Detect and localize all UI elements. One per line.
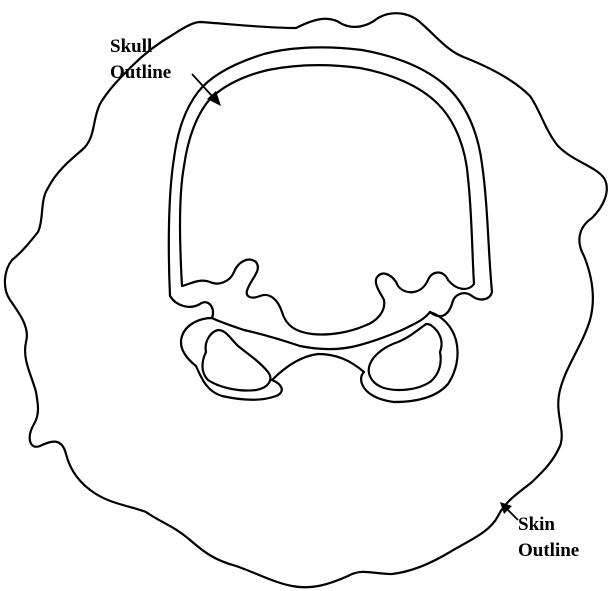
skin-outline-label: Skin Outline — [518, 514, 579, 561]
right-ear-cavity-inner — [369, 324, 442, 390]
skull-outline-inner — [180, 65, 474, 334]
skull-outline-pointer — [192, 74, 212, 96]
skull-outline-label: Skull Outline — [110, 36, 171, 83]
skull-outline-label-line2: Outline — [110, 62, 171, 83]
skin-outline-label-line1: Skin — [518, 514, 555, 535]
skull-base-bridge-lower — [272, 354, 364, 380]
skull-base-bridge — [212, 312, 430, 349]
skull-outline-outer — [169, 47, 492, 316]
left-ear-cavity-inner — [203, 330, 271, 391]
skull-outline-label-line1: Skull — [110, 36, 152, 57]
skin-outline-label-line2: Outline — [518, 540, 579, 561]
skull-outline-outer-base-left — [170, 296, 213, 318]
left-ear-cavity-outer — [181, 318, 282, 400]
skin-outline — [5, 13, 607, 587]
